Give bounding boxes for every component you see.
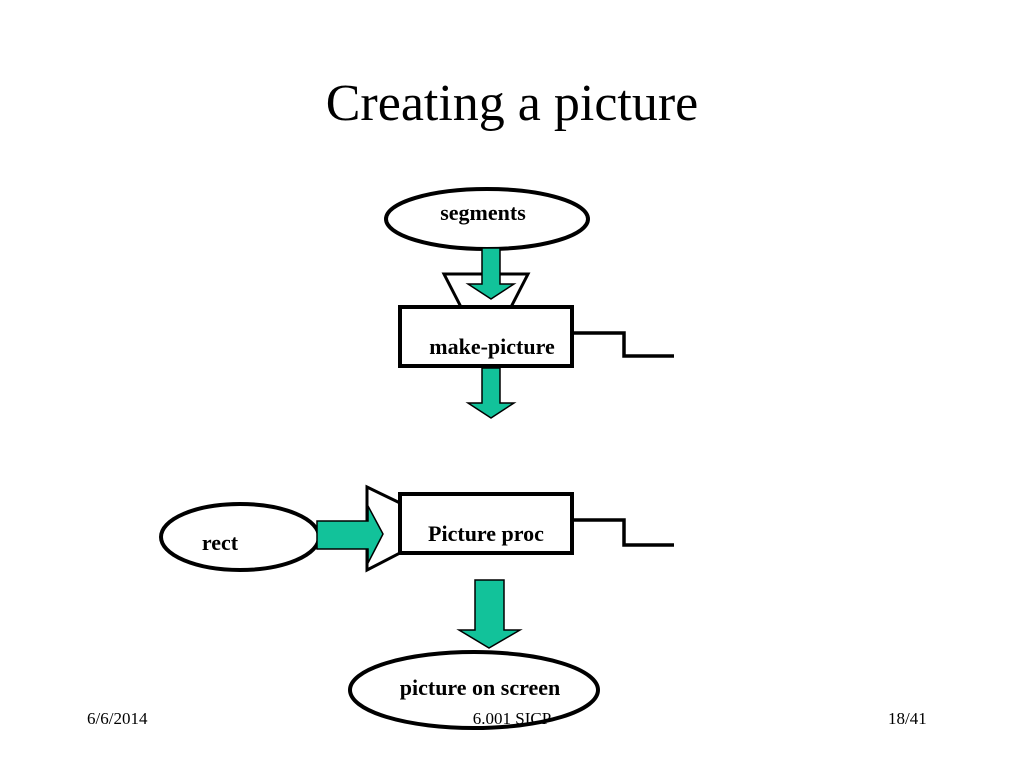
rect-node [159, 502, 321, 572]
picture-proc-label: Picture proc [428, 521, 544, 546]
picture-proc-box [398, 492, 574, 555]
footer-date: 6/6/2014 [87, 709, 148, 728]
picture-on-screen-label: picture on screen [400, 675, 561, 700]
make-picture-box [398, 305, 574, 368]
make-picture-label: make-picture [429, 334, 555, 359]
slide-title: Creating a picture [325, 75, 699, 132]
rect-label: rect [202, 530, 239, 555]
make-picture-connector [572, 331, 674, 358]
segments-label: segments [440, 200, 526, 225]
arrow-make-picture-output [465, 367, 517, 419]
arrow-picture-proc-to-screen [456, 579, 523, 649]
picture-proc-connector [572, 518, 674, 547]
footer-page-number: 18/41 [888, 709, 927, 728]
arrow-rect-to-picture-proc [316, 505, 384, 564]
footer-course: 6.001 SICP [472, 709, 552, 728]
picture-on-screen-node [348, 650, 600, 730]
arrow-segments-to-make-picture [465, 247, 517, 300]
